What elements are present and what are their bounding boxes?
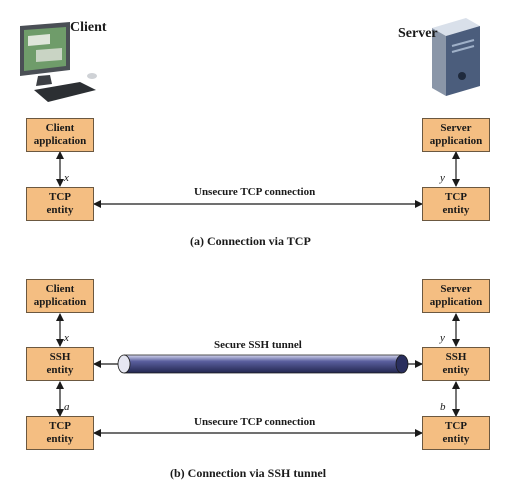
unsecure-tcp-label-b: Unsecure TCP connection xyxy=(194,416,316,428)
port-y-label-a: y xyxy=(440,172,445,184)
port-b-label: b xyxy=(440,401,446,413)
client-tcp-entity-box-a: TCP entity xyxy=(26,187,94,221)
client-computer-icon xyxy=(20,22,97,102)
server-title: Server xyxy=(398,26,438,41)
ssh-tunnel-tube xyxy=(117,354,409,374)
client-application-box-b: Client application xyxy=(26,279,94,313)
client-title: Client xyxy=(70,20,107,35)
caption-a: (a) Connection via TCP xyxy=(190,234,311,248)
server-tcp-entity-box-a: TCP entity xyxy=(422,187,490,221)
client-application-box-a: Client application xyxy=(26,118,94,152)
server-application-box-a: Server application xyxy=(422,118,490,152)
unsecure-tcp-label-a: Unsecure TCP connection xyxy=(194,186,316,198)
port-y-label-b: y xyxy=(440,332,445,344)
server-tcp-entity-box-b: TCP entity xyxy=(422,416,490,450)
ssh-tunnel-label: Secure SSH tunnel xyxy=(214,339,302,351)
port-x-label-b: x xyxy=(64,332,69,344)
port-x-label-a: x xyxy=(64,172,69,184)
server-ssh-entity-box: SSH entity xyxy=(422,347,490,381)
caption-b: (b) Connection via SSH tunnel xyxy=(170,466,327,480)
client-ssh-entity-box: SSH entity xyxy=(26,347,94,381)
client-tcp-entity-box-b: TCP entity xyxy=(26,416,94,450)
server-tower-icon xyxy=(432,18,480,96)
server-application-box-b: Server application xyxy=(422,279,490,313)
port-a-label: a xyxy=(64,401,70,413)
